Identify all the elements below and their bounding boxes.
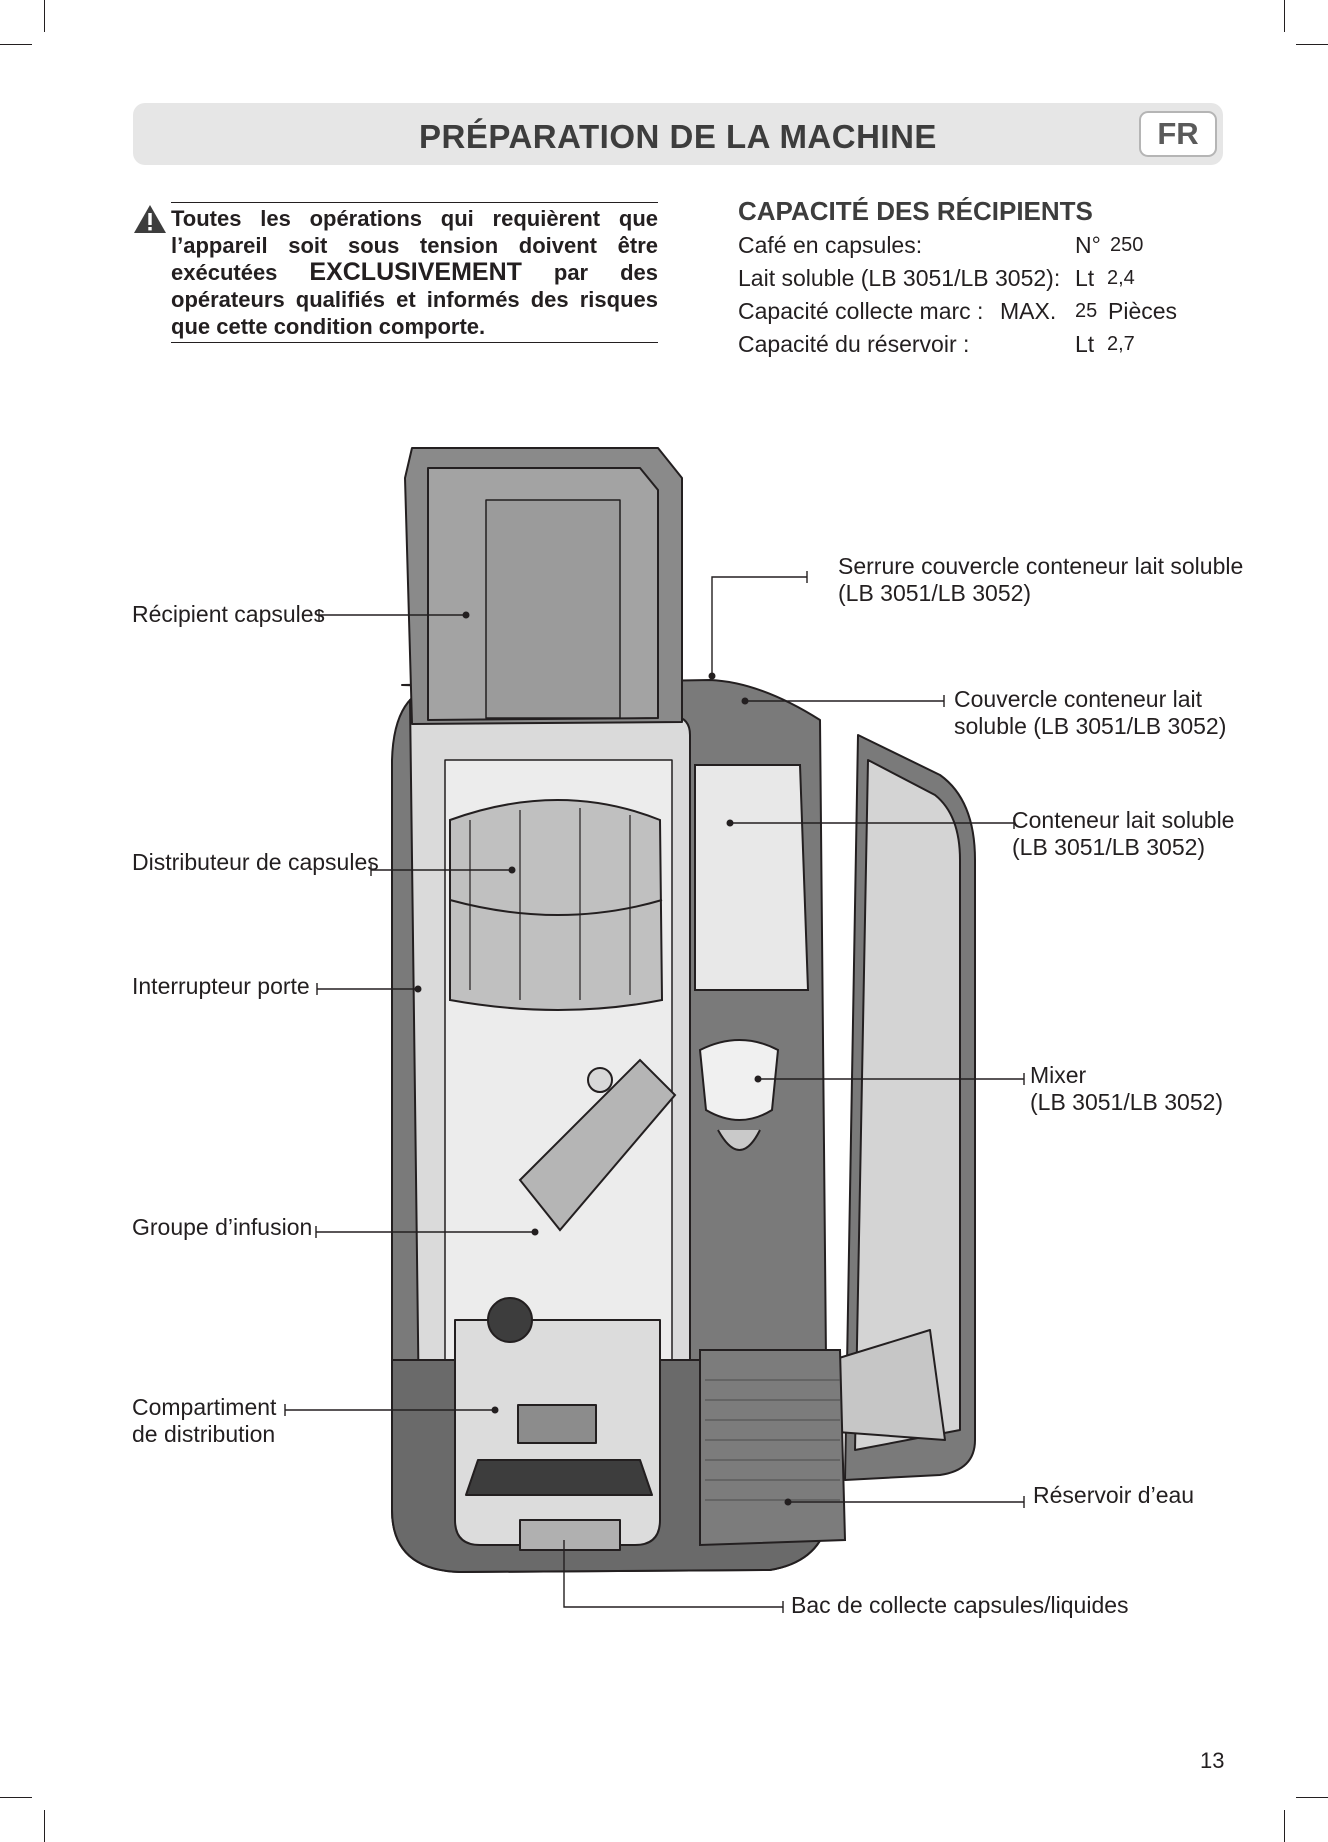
open-door (799, 734, 976, 1481)
warning-emphasis: EXCLUSIVEMENT (309, 258, 522, 286)
section-header-bar (133, 103, 1223, 165)
label-serrure-couvercle: Serrure couvercle conteneur lait soluble… (838, 553, 1243, 607)
label-conteneur-lait: Conteneur lait soluble (LB 3051/LB 3052) (1012, 807, 1234, 861)
capacity-value: Pièces (1108, 298, 1178, 324)
capacity-value: 2,7 (1107, 333, 1135, 355)
label-line: Compartiment (132, 1394, 277, 1420)
capacity-unit: N° (1075, 232, 1101, 258)
water-tank (699, 1349, 847, 1547)
capacity-unit: Lt (1075, 265, 1095, 291)
label-line: Serrure couvercle conteneur lait soluble (838, 553, 1244, 579)
warning-bottom-rule (171, 342, 658, 343)
capacity-value: 250 (1110, 234, 1144, 256)
label-line: Mixer (1030, 1062, 1087, 1088)
capacity-qualifier: MAX. (1000, 298, 1057, 324)
language-badge: FR (1139, 111, 1217, 157)
label-line: (LB 3051/LB 3052) (1012, 834, 1206, 860)
capacity-unit: Lt (1075, 331, 1095, 357)
crop-mark (44, 0, 45, 32)
crop-mark (1296, 44, 1328, 45)
crop-mark (0, 44, 32, 45)
page-number: 13 (1200, 1748, 1225, 1773)
warning-text: Toutes les opérations qui requièrent que… (171, 205, 658, 340)
warning-text-start: Toutes les opérations qui requièrent que… (171, 206, 658, 285)
crop-mark (44, 1810, 45, 1842)
leader-lines (284, 571, 1025, 1613)
crop-mark (1296, 1797, 1328, 1798)
capacity-row: Capacité collecte marc : MAX. 25 Pièces (738, 298, 1208, 331)
capacity-value: 2,4 (1107, 267, 1135, 289)
capacity-label: Capacité du réservoir : (738, 331, 970, 357)
label-reservoir-eau: Réservoir d’eau (1033, 1482, 1195, 1508)
warning-triangle-icon (134, 205, 166, 233)
label-compartiment-distribution: Compartiment de distribution (132, 1394, 276, 1448)
capacity-label: Café en capsules: (738, 232, 923, 258)
label-couvercle-conteneur: Couvercle conteneur lait soluble (LB 305… (954, 686, 1226, 740)
label-interrupteur-porte: Interrupteur porte (132, 973, 310, 999)
capacity-unit: 25 (1075, 300, 1098, 322)
capacity-title: CAPACITÉ DES RÉCIPIENTS (738, 196, 1093, 226)
label-line: soluble (LB 3051/LB 3052) (954, 713, 1227, 739)
label-bac-collecte: Bac de collecte capsules/liquides (791, 1592, 1129, 1618)
brewing-group-arm (487, 1058, 677, 1343)
label-groupe-infusion: Groupe d’infusion (132, 1214, 313, 1240)
crop-mark (1284, 0, 1285, 32)
label-recipient-capsules: Récipient capsules (132, 601, 326, 627)
capacity-row: Lait soluble (LB 3051/LB 3052): Lt 2,4 (738, 265, 1208, 298)
capsule-dispenser-drum (449, 799, 664, 1011)
crop-mark (1284, 1810, 1285, 1842)
label-line: (LB 3051/LB 3052) (1030, 1089, 1224, 1115)
crop-mark (0, 1797, 32, 1798)
label-line: Couvercle conteneur lait (954, 686, 1203, 712)
label-distributeur-capsules: Distributeur de capsules (132, 849, 379, 875)
label-mixer: Mixer (LB 3051/LB 3052) (1030, 1062, 1223, 1116)
capacity-label: Lait soluble (LB 3051/LB 3052): (738, 265, 1061, 291)
capacity-label: Capacité collecte marc : (738, 298, 984, 324)
capacity-row: Capacité du réservoir : Lt 2,7 (738, 331, 1208, 364)
leader-points (414, 611, 792, 1506)
warning-text-end: par des opérateurs qualifiés et informés… (171, 260, 658, 339)
label-line: de distribution (132, 1421, 276, 1447)
capsule-container (404, 447, 683, 725)
capacity-row: Café en capsules: N° 250 (738, 232, 1208, 265)
warning-top-rule (171, 202, 658, 203)
label-line: Conteneur lait soluble (1012, 807, 1235, 833)
label-line: (LB 3051/LB 3052) (838, 580, 1032, 606)
milk-container (694, 764, 810, 1151)
page-title: PRÉPARATION DE LA MACHINE (419, 118, 937, 155)
